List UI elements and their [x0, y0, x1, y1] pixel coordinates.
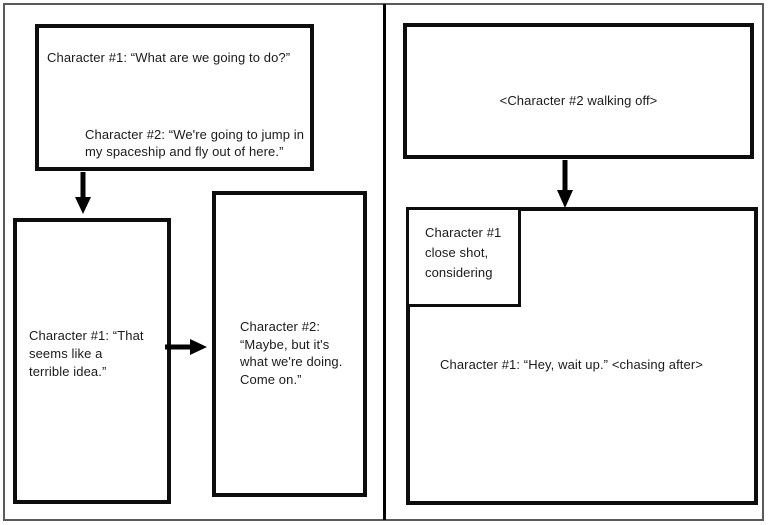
shot-note-line: considering: [425, 265, 493, 280]
dialog-line: my spaceship and fly out of here.”: [85, 144, 284, 159]
action-description: <Character #2 walking off>: [407, 92, 750, 109]
action-line: <Character #2 walking off>: [499, 93, 658, 108]
inset-shot-note-box: Character #1 close shot, considering: [406, 207, 521, 307]
panel-chasing-after: Character #1 close shot, considering Cha…: [406, 207, 758, 505]
panel-maybe-come-on: Character #2: “Maybe, but it's what we'r…: [212, 191, 367, 497]
panel-walking-off: <Character #2 walking off>: [403, 23, 754, 159]
dialog-line: seems like a: [29, 346, 103, 361]
dialog-line: Character #2:: [240, 319, 321, 334]
dialog-line: “Maybe, but it's: [240, 336, 330, 352]
dialog-line: Come on.”: [240, 371, 302, 387]
arrow-down-icon: [75, 172, 91, 214]
shot-note-block: Character #1 close shot, considering: [425, 223, 501, 283]
panel-opening-dialog: Character #1: “What are we going to do?”…: [35, 24, 314, 171]
dialog-block-char1: Character #1: “Hey, wait up.” <chasing a…: [440, 356, 703, 373]
arrow-right-icon: [165, 339, 207, 355]
dialog-line: what we're doing.: [240, 354, 343, 369]
shot-note-line: Character #1: [425, 225, 502, 240]
arrow-down-icon: [557, 160, 573, 208]
dialog-line: Character #1: “What are we going to do?”: [47, 50, 291, 65]
page-divider-line: [383, 4, 386, 520]
dialog-block-char2: Character #2: “We're going to jump in my…: [85, 126, 304, 160]
dialog-block-char2: Character #2: “Maybe, but it's what we'r…: [240, 318, 342, 388]
dialog-block-char1: Character #1: “That seems like a terribl…: [29, 327, 144, 381]
dialog-line: terrible idea.”: [29, 364, 107, 379]
dialog-block-char1: Character #1: “What are we going to do?”: [47, 49, 290, 66]
shot-note-line: close shot,: [425, 245, 489, 260]
dialog-line: Character #1: “That: [29, 328, 144, 343]
dialog-line: Character #2: “We're going to jump in: [85, 127, 305, 142]
dialog-line: Character #1: “Hey, wait up.” <chasing a…: [440, 357, 703, 372]
panel-terrible-idea: Character #1: “That seems like a terribl…: [13, 218, 171, 504]
